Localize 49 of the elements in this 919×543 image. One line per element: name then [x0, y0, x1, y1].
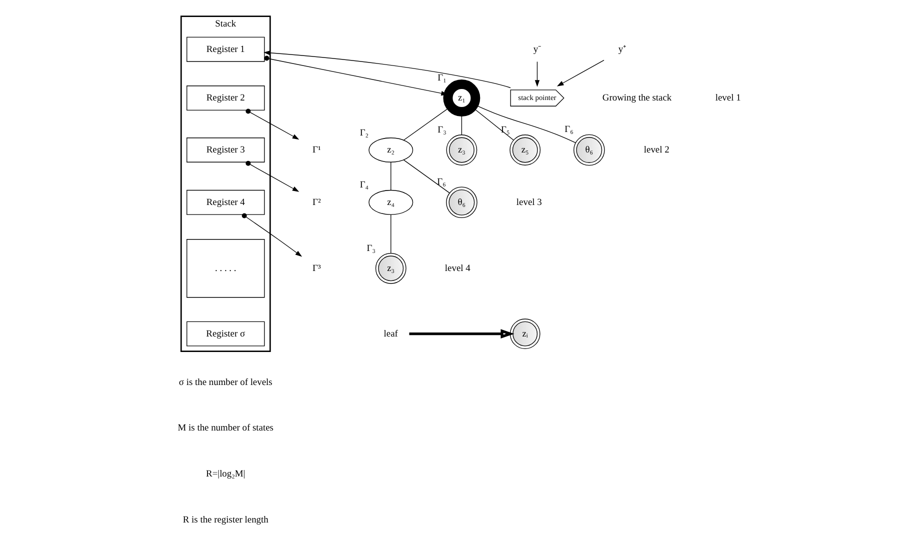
label: R is the register length — [182, 515, 268, 526]
node-label: Γ₆ — [437, 177, 446, 188]
node-box: Register 1 — [186, 36, 265, 62]
node-box: Register σ — [186, 321, 265, 346]
connector — [404, 160, 450, 194]
node-circle: z₃ — [446, 134, 478, 166]
node-box: Register 4 — [186, 190, 265, 215]
node-circle: z₅ — [510, 134, 541, 166]
label: level 3 — [516, 198, 542, 208]
arrow — [409, 329, 514, 339]
node-text: leaf — [384, 329, 398, 340]
node-label: Γ₂ — [360, 128, 369, 138]
arrow — [534, 61, 540, 87]
node-text: y⁻ — [533, 44, 542, 55]
node-circle: zᵢ — [510, 318, 540, 349]
label: M is the number of states — [178, 424, 274, 434]
node-ellipse: z₄ — [368, 190, 414, 215]
node-text: Γ³ — [312, 264, 321, 274]
label: level 4 — [444, 264, 470, 274]
node-circle: z₁ — [443, 80, 480, 117]
node-label: Γ₄ — [360, 180, 369, 191]
arrow — [264, 50, 511, 88]
node-box: Register 2 — [186, 86, 265, 111]
label: level 1 — [715, 94, 741, 104]
arrow — [242, 213, 302, 257]
node-circle: θ₆ — [446, 186, 478, 218]
label: level 2 — [644, 146, 670, 156]
arrow — [246, 160, 300, 192]
node-box: Register 3 — [186, 138, 265, 162]
label: σ is the number of levels — [178, 378, 272, 388]
node-label: Γ₃ — [438, 125, 446, 136]
node-label: Γ₅ — [501, 125, 510, 136]
node-text: Γ¹ — [312, 146, 321, 156]
connector — [404, 106, 450, 140]
arrow — [246, 108, 300, 140]
connector — [472, 108, 514, 140]
node-circle: z₃ — [375, 252, 406, 284]
arrow — [556, 60, 604, 86]
node-box: . . . . . — [186, 239, 265, 298]
node-text: y⁺ — [618, 44, 626, 55]
node-text: Γ² — [312, 198, 321, 208]
node-label: Γ₆ — [564, 125, 574, 136]
node-ellipse: z₂ — [368, 138, 414, 162]
node-circle: θ₆ — [574, 134, 605, 166]
node-label: Γ₃ — [366, 244, 376, 254]
label: Growing the stack — [602, 94, 672, 104]
connector — [390, 162, 392, 191]
connector — [390, 214, 392, 254]
label: R=|log₂M| — [206, 470, 246, 480]
